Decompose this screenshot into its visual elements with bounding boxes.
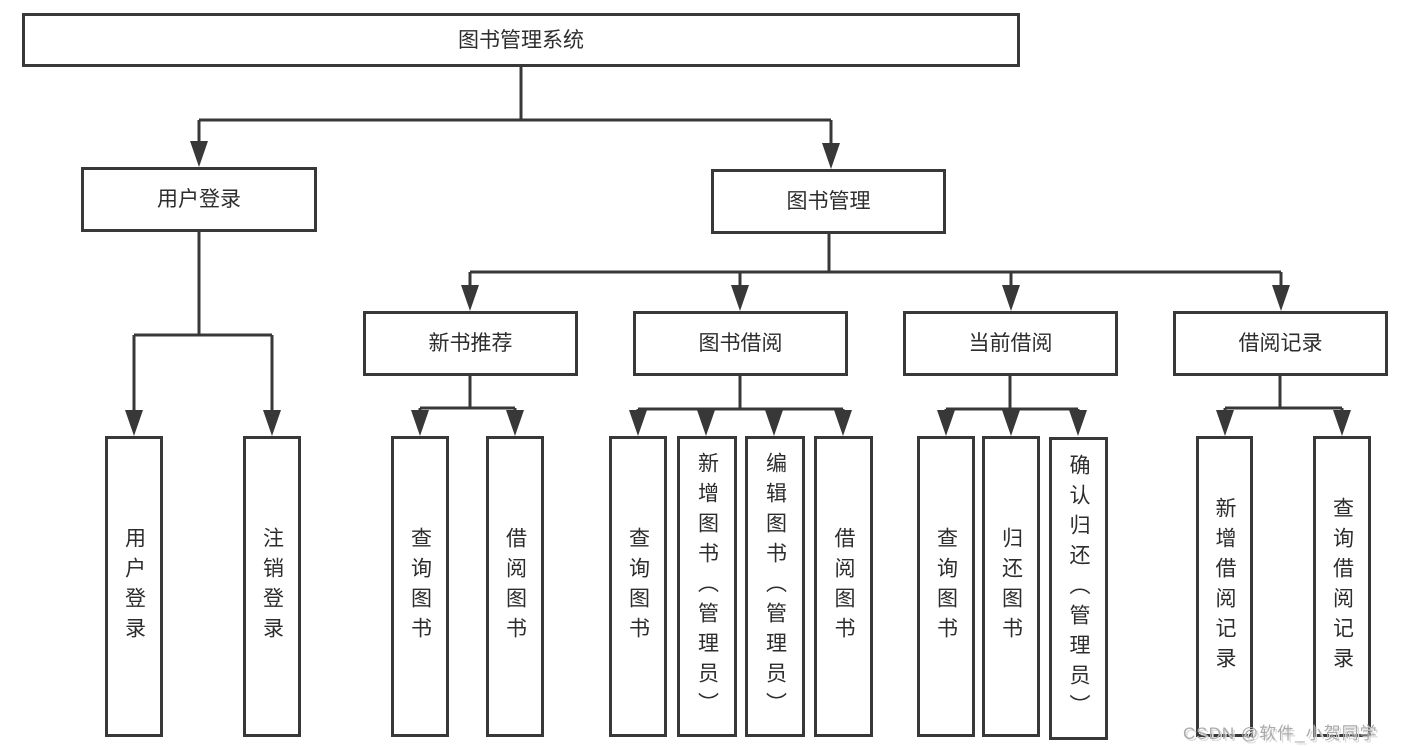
node-br-add-record-label: 新增借阅记录 [1213, 496, 1236, 677]
arrow-down-icon [1002, 410, 1020, 436]
node-nr-query-book: 查询图书 [391, 436, 449, 737]
node-br-query-record: 查询借阅记录 [1313, 436, 1371, 737]
watermark: CSDN @软件_小贺同学 [1183, 724, 1378, 743]
arrow-down-icon [1333, 410, 1351, 436]
arrow-down-icon [731, 285, 749, 311]
node-bb-add-book-admin: 新增图书（管理员） [677, 436, 737, 737]
node-br-add-record: 新增借阅记录 [1196, 436, 1253, 737]
arrow-down-icon [1272, 285, 1290, 311]
arrow-down-icon [461, 285, 479, 311]
node-book-management: 图书管理 [711, 169, 946, 234]
node-bb-borrow-book: 借阅图书 [814, 436, 873, 737]
arrow-down-icon [1069, 410, 1087, 436]
node-library-system: 图书管理系统 [22, 13, 1020, 67]
node-cb-query-book: 查询图书 [917, 436, 975, 737]
arrow-down-icon [506, 410, 524, 436]
node-book-borrow-label: 图书借阅 [698, 332, 783, 355]
arrow-down-icon [765, 410, 783, 436]
edge-book-borrow-to-children [636, 376, 845, 414]
arrow-down-icon [411, 410, 429, 436]
node-cb-confirm-return-admin-label: 确认归还（管理员） [1067, 453, 1090, 724]
node-current-borrow: 当前借阅 [903, 311, 1118, 376]
arrow-down-icon [697, 410, 715, 436]
node-logout-leaf: 注销登录 [243, 436, 301, 737]
arrow-down-icon [1216, 410, 1234, 436]
node-bb-query-book-label: 查询图书 [626, 526, 650, 647]
arrow-down-icon [629, 410, 647, 436]
node-current-borrow-label: 当前借阅 [968, 332, 1053, 355]
node-logout-leaf-label: 注销登录 [260, 526, 284, 647]
node-user-login-leaf-label: 用户登录 [122, 526, 146, 647]
arrow-down-icon [834, 410, 852, 436]
node-nr-borrow-book-label: 借阅图书 [503, 526, 527, 647]
edge-borrow-records-to-children [1223, 376, 1344, 414]
node-cb-return-book-label: 归还图书 [999, 526, 1023, 647]
node-bb-borrow-book-label: 借阅图书 [832, 526, 855, 647]
arrowheads [125, 141, 1351, 436]
node-user-login-label: 用户登录 [157, 188, 241, 211]
arrow-down-icon [125, 410, 143, 436]
node-book-borrow: 图书借阅 [633, 311, 848, 376]
node-nr-query-book-label: 查询图书 [408, 526, 432, 647]
node-nr-borrow-book: 借阅图书 [486, 436, 544, 737]
arrow-down-icon [937, 410, 955, 436]
edge-root-to-level2 [197, 67, 833, 147]
node-bb-query-book: 查询图书 [609, 436, 667, 737]
node-bb-edit-book-admin-label: 编辑图书（管理员） [763, 451, 787, 722]
arrow-down-icon [1002, 285, 1020, 311]
edge-current-borrow-to-children [944, 376, 1080, 414]
node-borrow-records-label: 借阅记录 [1238, 332, 1323, 355]
node-cb-return-book: 归还图书 [982, 436, 1040, 737]
edge-user-login-to-children [132, 232, 274, 414]
edge-book-management-to-children [468, 234, 1283, 290]
node-new-book-recommend-label: 新书推荐 [428, 332, 513, 355]
node-user-login: 用户登录 [81, 167, 317, 232]
node-br-query-record-label: 查询借阅记录 [1330, 496, 1354, 677]
node-bb-add-book-admin-label: 新增图书（管理员） [695, 451, 719, 722]
node-borrow-records: 借阅记录 [1173, 311, 1388, 376]
node-library-system-label: 图书管理系统 [458, 28, 584, 52]
node-new-book-recommend: 新书推荐 [363, 311, 578, 376]
node-cb-query-book-label: 查询图书 [934, 526, 958, 647]
arrow-down-icon [263, 410, 281, 436]
node-user-login-leaf: 用户登录 [105, 436, 163, 737]
node-cb-confirm-return-admin: 确认归还（管理员） [1049, 437, 1108, 740]
arrow-down-icon [190, 141, 208, 167]
node-bb-edit-book-admin: 编辑图书（管理员） [745, 436, 805, 737]
node-book-management-label: 图书管理 [786, 190, 871, 213]
edge-new-book-recommend-to-children [418, 376, 517, 414]
arrow-down-icon [822, 143, 840, 169]
